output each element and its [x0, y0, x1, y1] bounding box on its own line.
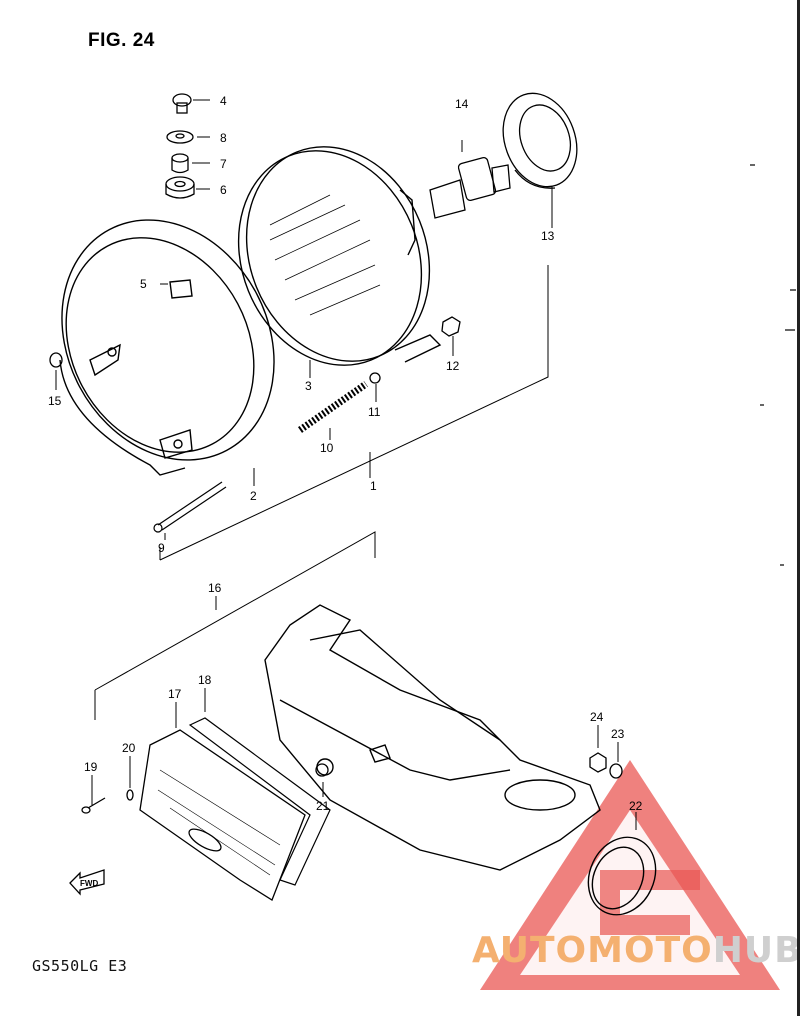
- edge-marks: [750, 164, 796, 566]
- watermark-text-part2: HUB: [712, 930, 800, 971]
- cover-panel: [139, 729, 306, 901]
- cushion-6: [165, 176, 195, 199]
- callout-16: 16: [208, 581, 222, 595]
- gasket: [188, 717, 331, 886]
- figure-title: FIG. 24: [88, 30, 155, 51]
- headlight-lens-unit: [237, 146, 442, 366]
- callout-20: 20: [122, 741, 136, 755]
- callout-17: 17: [168, 687, 182, 701]
- watermark-text-part1: AUTOMOTO: [472, 930, 713, 971]
- reflector: [587, 836, 657, 916]
- callout-2: 2: [250, 489, 257, 503]
- washer-11: [369, 372, 381, 384]
- watermark-text: AUTOMOTOHUB: [472, 930, 800, 971]
- callout-22: 22: [629, 799, 643, 813]
- callout-10: 10: [320, 441, 334, 455]
- callout-12: 12: [446, 359, 460, 373]
- socket-cover: [502, 92, 578, 189]
- washer-23: [609, 763, 623, 779]
- callout-3: 3: [305, 379, 312, 393]
- callout-6: 6: [220, 183, 227, 197]
- washer-8: [166, 130, 194, 144]
- callout-labels: 1 2 3 4 5 6 7 8 9 10 11 12 13 14 15 16 1…: [48, 94, 643, 813]
- callout-4: 4: [220, 94, 227, 108]
- callout-13: 13: [541, 229, 555, 243]
- callout-18: 18: [198, 673, 212, 687]
- page-edge: [797, 0, 800, 1016]
- nut-24: [589, 752, 607, 773]
- screw-9: [153, 481, 227, 533]
- callout-23: 23: [611, 727, 625, 741]
- screw-4: [172, 93, 192, 114]
- callout-11: 11: [368, 405, 381, 419]
- callout-21: 21: [316, 799, 330, 813]
- screw-19: [81, 797, 106, 814]
- forward-label: FWD: [80, 879, 98, 888]
- callout-9: 9: [158, 541, 165, 555]
- forward-arrow-icon: FWD: [69, 869, 105, 896]
- leader-lines: [55, 99, 637, 830]
- washer-20: [126, 789, 134, 801]
- callout-14: 14: [455, 97, 469, 111]
- callout-1: 1: [370, 479, 377, 493]
- nut-12: [441, 316, 461, 337]
- callout-5: 5: [140, 277, 147, 291]
- callout-15: 15: [48, 394, 62, 408]
- callout-8: 8: [220, 131, 227, 145]
- headlight-housing: [264, 604, 601, 871]
- spring-10: [297, 381, 369, 433]
- watermark-logo: [480, 760, 780, 990]
- nut-15: [49, 352, 63, 368]
- callout-24: 24: [590, 710, 604, 724]
- callout-7: 7: [220, 157, 227, 171]
- headlight-rim: [59, 219, 275, 476]
- headlight-bulb: [429, 157, 511, 219]
- bulb-21: [315, 763, 329, 777]
- callout-19: 19: [84, 760, 98, 774]
- collar-7: [171, 153, 189, 174]
- model-code: GS550LG E3: [32, 957, 128, 975]
